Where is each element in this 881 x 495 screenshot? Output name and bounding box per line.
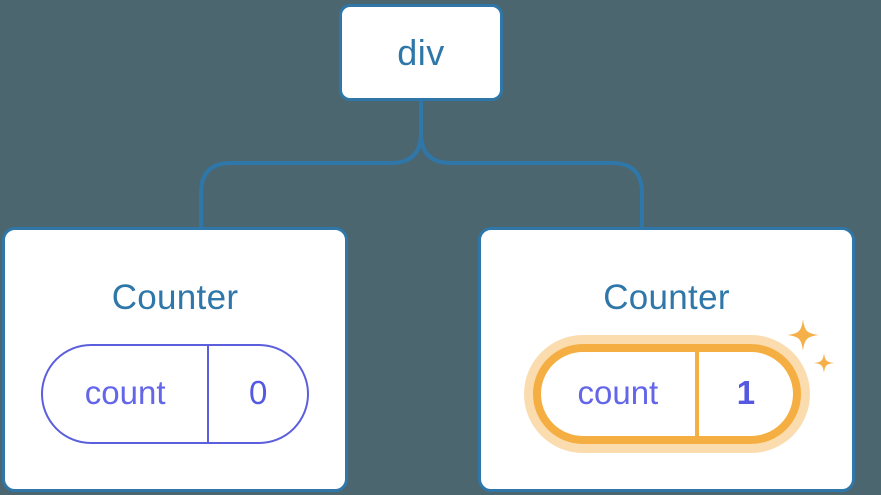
component-title: Counter	[603, 278, 730, 317]
state-pill-wrapper: count 1	[532, 319, 834, 444]
sparkle-icon	[786, 319, 819, 351]
root-node-div[interactable]: div	[339, 4, 503, 101]
sparkle-small-icon	[813, 353, 834, 373]
component-title: Counter	[111, 278, 239, 317]
state-key: count	[541, 352, 700, 436]
component-card-counter-left[interactable]: Counter count 0	[2, 227, 348, 492]
state-pill[interactable]: count 0	[41, 344, 309, 444]
state-value: 0	[248, 374, 268, 411]
state-value: 1	[736, 374, 756, 411]
component-card-counter-right[interactable]: Counter count 1	[478, 227, 855, 492]
root-node-label: div	[397, 31, 445, 73]
state-key: count	[43, 346, 210, 442]
state-pill-highlighted[interactable]: count 1	[532, 344, 801, 444]
state-pill-wrapper: count 0	[41, 344, 309, 444]
